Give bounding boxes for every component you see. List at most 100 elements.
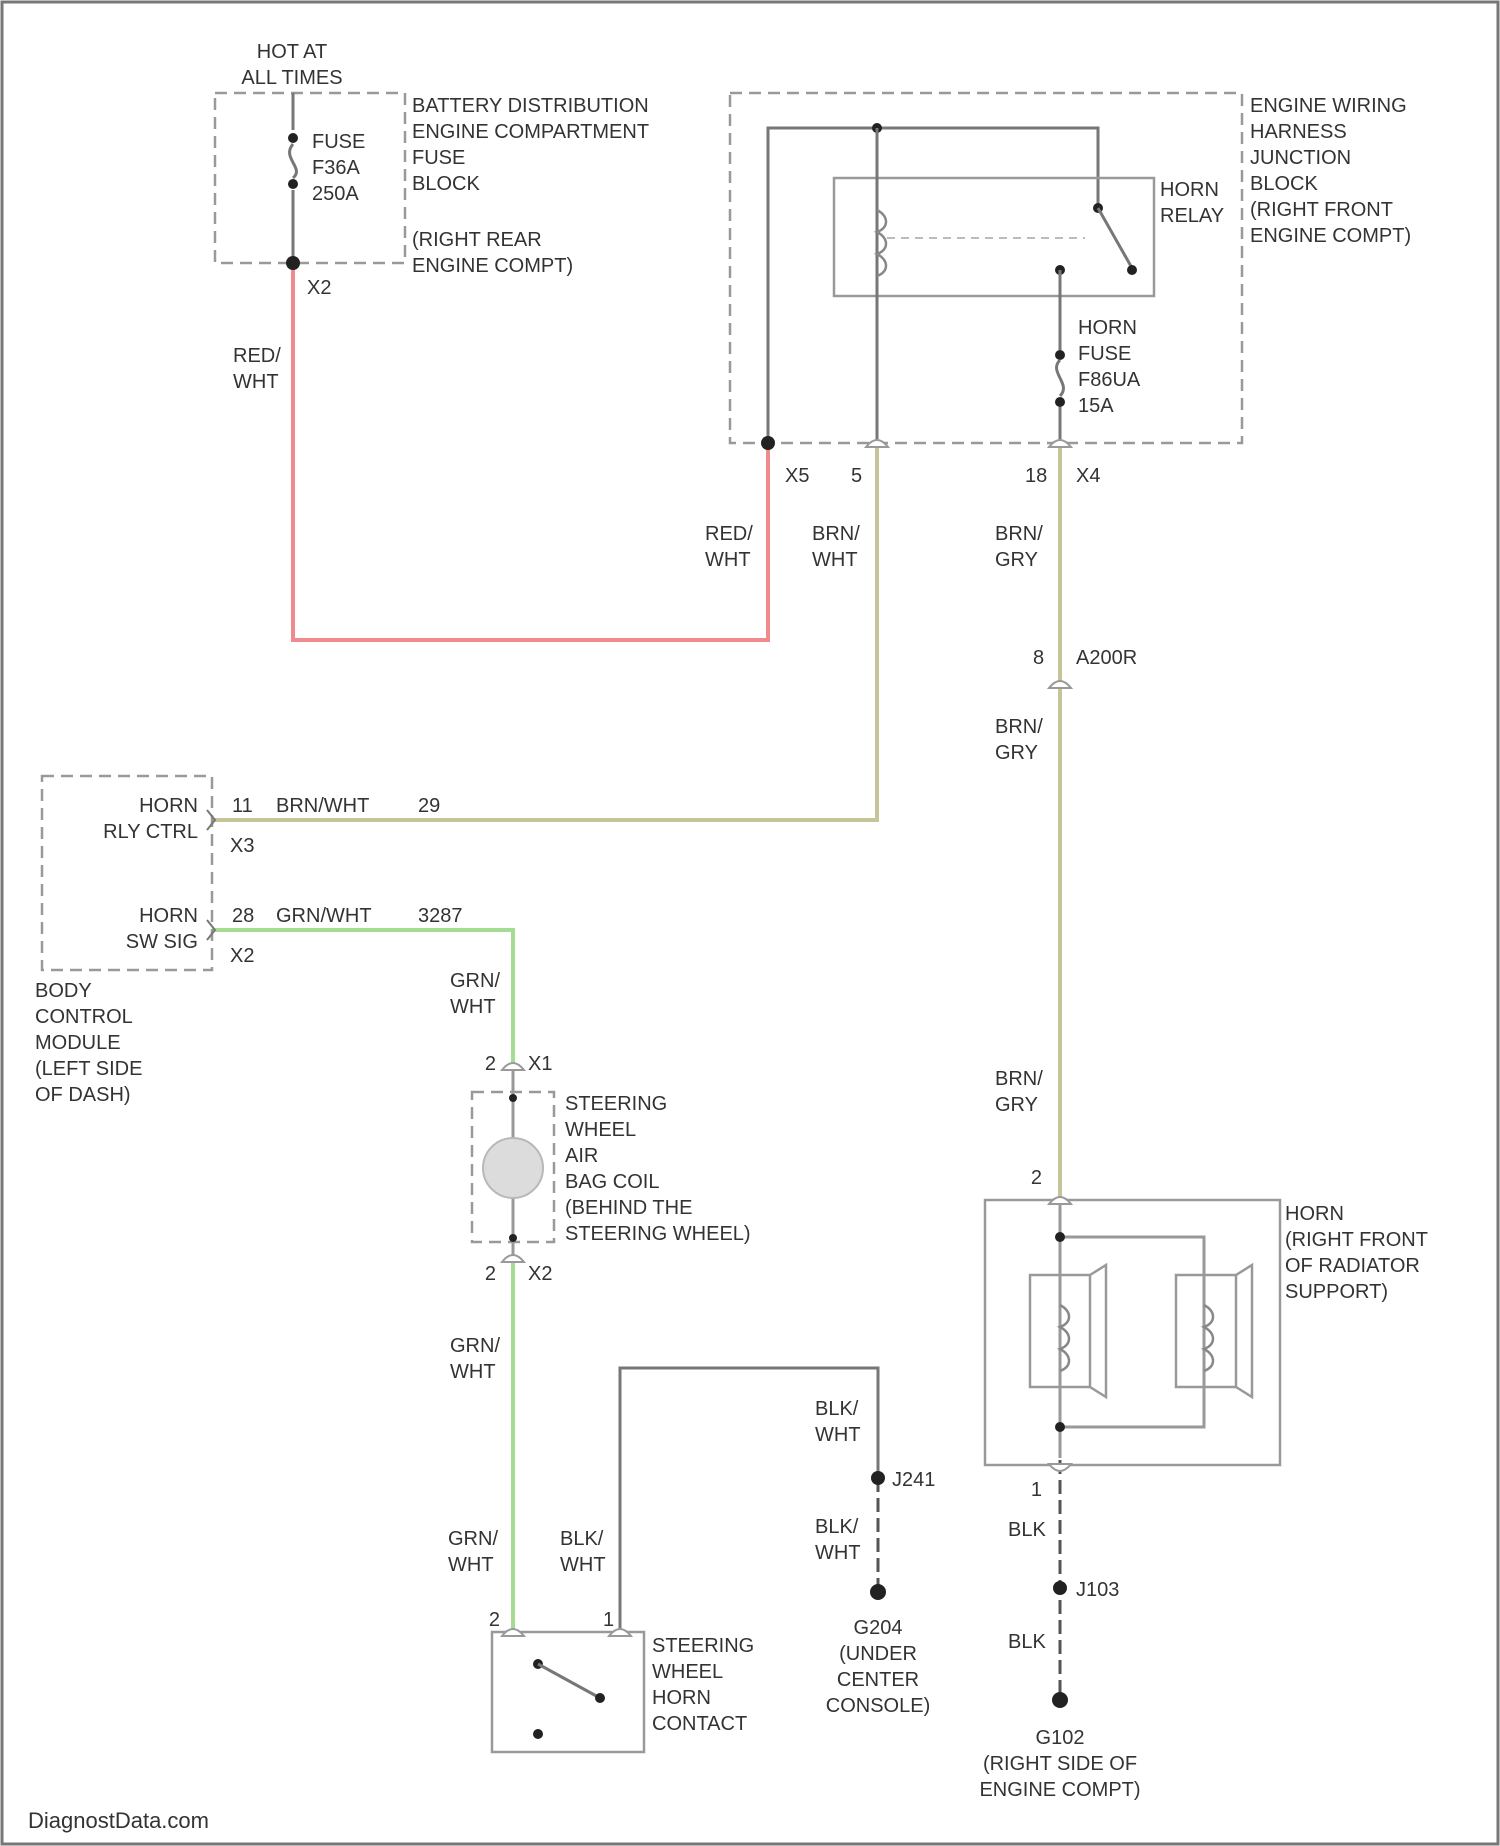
- bcm-connector-label: X3: [230, 835, 254, 857]
- horn-relay-label: HORN: [1160, 179, 1219, 201]
- fuse-label: FUSE: [312, 131, 365, 153]
- battery-block-location: ENGINE COMPT): [412, 255, 573, 277]
- pin-x4-label: X4: [1076, 465, 1100, 487]
- bcm-pin-label: 11: [232, 795, 253, 817]
- fuse-terminal: [288, 179, 298, 189]
- wire-color-label: BLK/: [815, 1516, 859, 1538]
- coil-name: AIR: [565, 1145, 598, 1167]
- horn-name: (RIGHT FRONT: [1285, 1229, 1428, 1251]
- clockspring-icon: [483, 1138, 543, 1198]
- wire-color-label: BLK: [1008, 1519, 1046, 1541]
- horn-pin-label: 2: [1031, 1167, 1042, 1189]
- bcm-name: BODY: [35, 980, 92, 1002]
- horn-pin-label: 1: [1031, 1479, 1042, 1501]
- horn-name: SUPPORT): [1285, 1281, 1388, 1303]
- wire-color-label: WHT: [815, 1424, 861, 1446]
- horn-contact-name: WHEEL: [652, 1661, 723, 1683]
- horn-fuse-label: FUSE: [1078, 343, 1131, 365]
- splice-dot: [1053, 1581, 1067, 1595]
- wire-color-label: GRY: [995, 1094, 1038, 1116]
- horn-contact-pin-label: 2: [489, 1609, 500, 1631]
- horn-contact-name: STEERING: [652, 1635, 754, 1657]
- horn-contact-name: CONTACT: [652, 1713, 747, 1735]
- wire-color-label: WHT: [705, 549, 751, 571]
- bcm-wire-label: BRN/WHT: [276, 795, 369, 817]
- bcm-connector-label: X2: [230, 945, 254, 967]
- bcm-horn-sw-label: SW SIG: [126, 931, 198, 953]
- battery-block-name: BATTERY DISTRIBUTION: [412, 95, 649, 117]
- relay-contact: [1127, 265, 1137, 275]
- junction-block-name: (RIGHT FRONT: [1250, 199, 1393, 221]
- bcm-name: (LEFT SIDE: [35, 1058, 142, 1080]
- wire-color-label: WHT: [815, 1542, 861, 1564]
- pin-18-label: 18: [1025, 465, 1047, 487]
- fuse-rating-label: 250A: [312, 183, 359, 205]
- contact-terminal: [533, 1729, 543, 1739]
- battery-block-name: FUSE: [412, 147, 465, 169]
- coil-pin-label: 2: [485, 1053, 496, 1075]
- wire-color-label: WHT: [450, 996, 496, 1018]
- ground-name: ENGINE COMPT): [979, 1779, 1140, 1801]
- junction-block-name: JUNCTION: [1250, 147, 1351, 169]
- ground-icon: [1052, 1692, 1068, 1708]
- ground-splice-label: J241: [892, 1469, 935, 1491]
- junction-block-name: BLOCK: [1250, 173, 1318, 195]
- bcm-horn-rly-label: RLY CTRL: [103, 821, 198, 843]
- bcm-circuit-label: 3287: [418, 905, 463, 927]
- inline-pin-label: 8: [1033, 647, 1044, 669]
- wire-color-label: GRY: [995, 549, 1038, 571]
- coil-name: (BEHIND THE: [565, 1197, 692, 1219]
- battery-block-name: BLOCK: [412, 173, 480, 195]
- ground-name: (RIGHT SIDE OF: [983, 1753, 1137, 1775]
- wire-color-label: BRN/: [995, 523, 1043, 545]
- ground-name: (UNDER: [839, 1643, 917, 1665]
- battery-block-location: (RIGHT REAR: [412, 229, 542, 251]
- ground-name: G102: [1036, 1727, 1085, 1749]
- fuse-terminal: [1055, 397, 1065, 407]
- wire-color-label: GRN/: [450, 1335, 500, 1357]
- horn-contact-name: HORN: [652, 1687, 711, 1709]
- horn-name: HORN: [1285, 1203, 1344, 1225]
- battery-connector-label: X2: [307, 277, 331, 299]
- junction-dot: [761, 436, 775, 450]
- coil-connector-label: X1: [528, 1053, 552, 1075]
- ground-icon: [870, 1584, 886, 1600]
- wire-color-label: WHT: [233, 371, 279, 393]
- pin-x5-label: X5: [785, 465, 809, 487]
- splice-dot: [871, 1471, 885, 1485]
- wire-color-label: WHT: [812, 549, 858, 571]
- horn-relay-label: RELAY: [1160, 205, 1224, 227]
- wire-color-label: WHT: [560, 1554, 606, 1576]
- junction-dot: [286, 256, 300, 270]
- coil-pin-label: 2: [485, 1263, 496, 1285]
- horn-fuse-label: F86UA: [1078, 369, 1141, 391]
- junction-block-name: HARNESS: [1250, 121, 1347, 143]
- bcm-wire-label: GRN/WHT: [276, 905, 372, 927]
- bcm-horn-sw-label: HORN: [139, 905, 198, 927]
- coil-name: WHEEL: [565, 1119, 636, 1141]
- wire-color-label: RED/: [705, 523, 753, 545]
- pin-5-label: 5: [851, 465, 862, 487]
- coil-connector-label: X2: [528, 1263, 552, 1285]
- horn-contact-pin-label: 1: [603, 1609, 614, 1631]
- coil-terminal: [509, 1234, 517, 1242]
- coil-name: STEERING: [565, 1093, 667, 1115]
- wire-color-label: BRN/: [812, 523, 860, 545]
- wire-color-label: BLK: [1008, 1631, 1046, 1653]
- bcm-name: MODULE: [35, 1032, 121, 1054]
- contact-terminal: [595, 1693, 605, 1703]
- bcm-name: OF DASH): [35, 1084, 131, 1106]
- wire-color-label: WHT: [450, 1361, 496, 1383]
- wire-color-label: BLK/: [815, 1398, 859, 1420]
- wire-color-label: BRN/: [995, 716, 1043, 738]
- ground-name: CONSOLE): [826, 1695, 930, 1717]
- wire-color-label: WHT: [448, 1554, 494, 1576]
- all-times-label: ALL TIMES: [241, 67, 342, 89]
- coil-name: STEERING WHEEL): [565, 1223, 751, 1245]
- horn-name: OF RADIATOR: [1285, 1255, 1420, 1277]
- ground-splice-label: J103: [1076, 1579, 1119, 1601]
- fuse-terminal: [1055, 350, 1065, 360]
- wire-color-label: GRY: [995, 742, 1038, 764]
